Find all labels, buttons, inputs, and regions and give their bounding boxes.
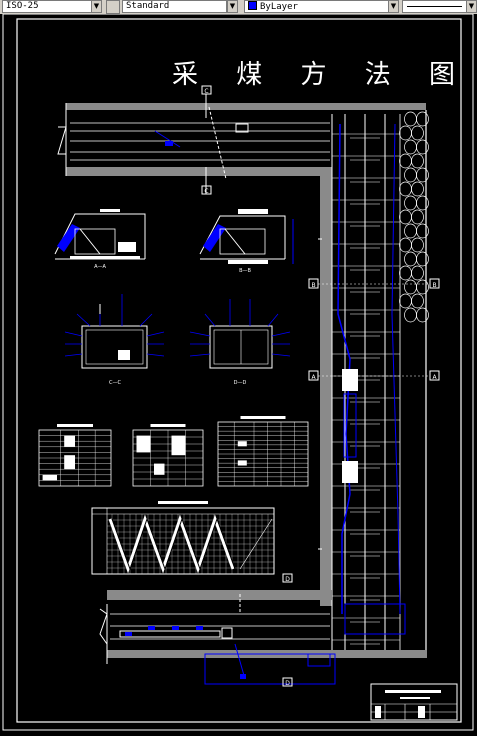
caption-view-a: A—A: [94, 264, 106, 270]
color-select[interactable]: ByLayer: [244, 0, 389, 13]
data-tables: [38, 416, 309, 487]
section-label-d-mid: D: [285, 576, 290, 583]
textstyle-select[interactable]: Standard: [122, 0, 227, 13]
title-block: [370, 683, 458, 721]
lower-roadway: D D: [99, 573, 427, 687]
support-section-a: A—A: [54, 209, 146, 270]
textstyle-dropdown-arrow[interactable]: ▼: [227, 0, 238, 13]
working-face: B B A A: [308, 110, 440, 654]
section-label-b-left: B: [311, 282, 315, 289]
roadway-section-d: D—D: [189, 299, 291, 386]
roadway-section-c: C—C: [64, 294, 165, 386]
upper-roadway: C C: [57, 85, 426, 195]
section-label-c-mid: C: [204, 188, 208, 195]
outer-frame: [2, 13, 474, 731]
support-section-b: B—B: [199, 209, 294, 274]
drawing-canvas[interactable]: C C B B A A: [0, 13, 477, 732]
color-select-label: ByLayer: [260, 2, 298, 12]
textstyle-manager-icon[interactable]: [106, 0, 120, 14]
section-label-a-right: A: [432, 374, 437, 381]
dimstyle-select[interactable]: ISO-25: [2, 0, 93, 13]
dimstyle-dropdown-arrow[interactable]: ▼: [91, 0, 102, 13]
linetype-dropdown-arrow[interactable]: ▼: [466, 0, 477, 13]
color-dropdown-arrow[interactable]: ▼: [388, 0, 399, 13]
linetype-preview: [407, 6, 462, 7]
section-label-c-top: C: [204, 88, 208, 95]
section-label-d-bottom: D: [285, 680, 290, 687]
color-swatch-icon: [248, 1, 257, 10]
section-label-b-right: B: [432, 282, 436, 289]
caption-view-c: C—C: [109, 380, 121, 386]
linetype-select[interactable]: [402, 0, 467, 13]
inner-frame: [16, 18, 462, 723]
cad-drawing: C C B B A A: [2, 13, 474, 731]
drawing-title: 采 煤 方 法 图: [172, 60, 471, 90]
caption-view-b: B—B: [239, 268, 251, 274]
caption-view-d: D—D: [234, 380, 247, 386]
section-label-a-left: A: [311, 374, 316, 381]
cycle-schedule-chart: [91, 501, 275, 575]
gob-area: [399, 111, 429, 323]
properties-toolbar: ISO-25 ▼ Standard ▼ ByLayer ▼ ▼: [0, 0, 477, 15]
